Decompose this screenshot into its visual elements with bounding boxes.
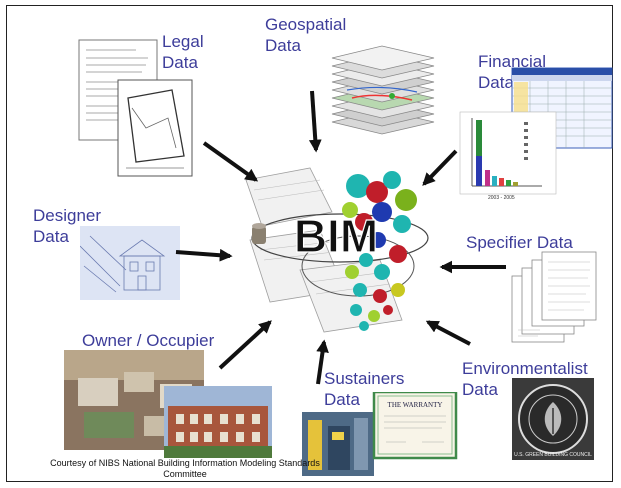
arrow-financial [422,149,458,186]
arrow-owner [218,320,272,370]
owner-occupier-photos [64,350,272,458]
specifier-documents-image [511,251,597,343]
arrow-sustainers [316,339,329,385]
sustainers-images: THE WARRANTY [302,392,458,476]
arrow-legal [202,141,259,182]
financial-chart-image: 2003 - 2005 [459,67,613,201]
arrow-geospatial [308,90,322,153]
warranty-title: THE WARRANTY [388,401,443,409]
designer-sketch-image [80,226,180,300]
sustainers-data-label: Sustainers Data [324,369,405,409]
specifier-data-label: Specifier Data [466,233,573,252]
bim-central-graphic: BIM [245,167,429,333]
legal-data-label: Legal Data [162,32,204,72]
environmentalist-data-label: Environmentalist Data [462,359,588,399]
designer-data-label: Designer Data [33,206,102,246]
legal-documents-image [78,39,193,177]
arrow-designer [175,248,233,262]
arrow-environmentalist [425,320,471,346]
credit-caption: Courtesy of NIBS National Building Infor… [50,458,320,479]
usgbc-leed-badge: U.S. GREEN BUILDING COUNCIL [512,378,594,460]
owner-occupier-label: Owner / Occupier [82,331,215,350]
financial-data-label: Financial Data [478,52,547,92]
financial-chart-xrange: 2003 - 2005 [488,195,515,201]
geospatial-layers-image [331,45,435,135]
bim-title: BIM [294,210,378,262]
geospatial-data-label: Geospatial Data [265,15,347,55]
usgbc-badge-text: U.S. GREEN BUILDING COUNCIL [514,452,592,458]
